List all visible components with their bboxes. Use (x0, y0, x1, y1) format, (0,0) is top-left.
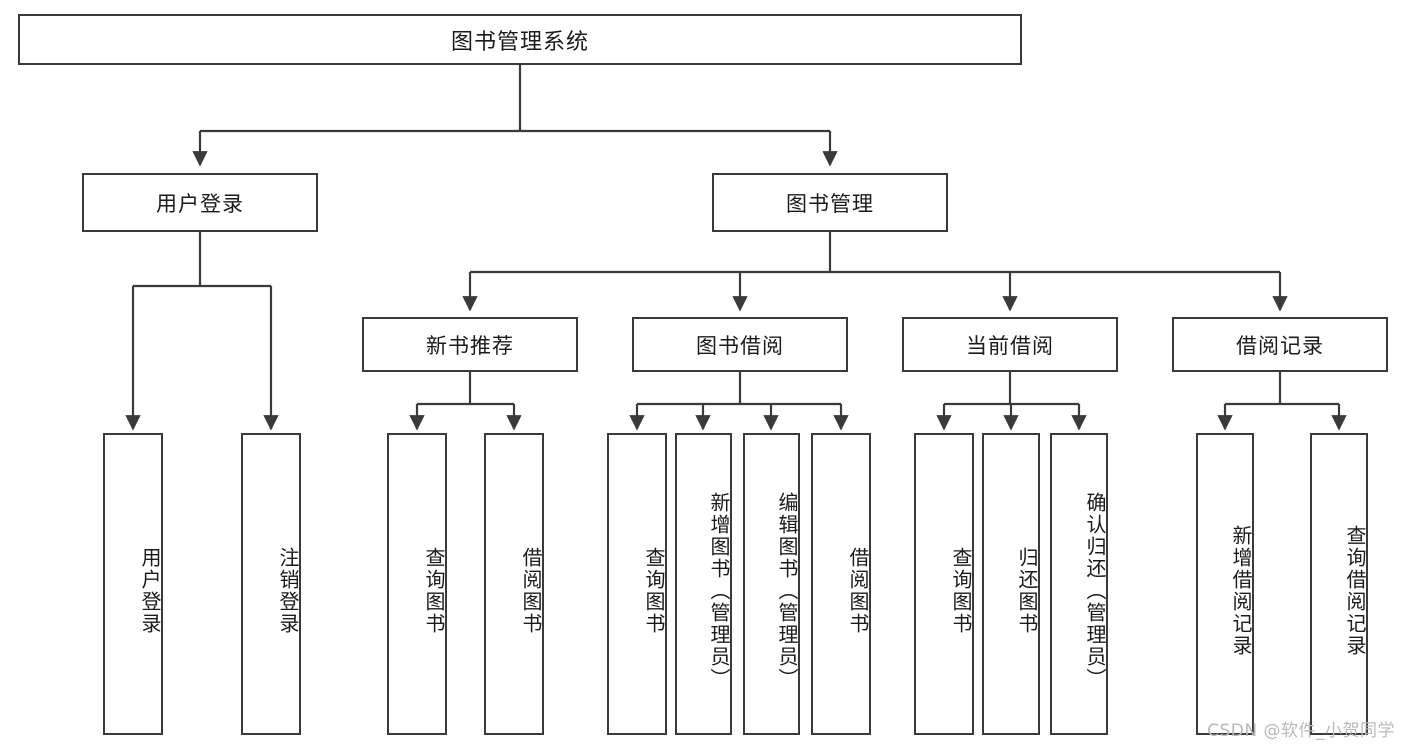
leaf-label: 归还图书 (1015, 547, 1039, 635)
node-book-management[interactable]: 图书管理 (712, 173, 948, 232)
leaf-label: 确认归还（管理员） (1083, 492, 1107, 690)
leaf-book-borrow-borrow-book[interactable]: 借阅图书 (811, 433, 871, 735)
node-root-system[interactable]: 图书管理系统 (18, 14, 1022, 65)
leaf-new-book-borrow-book[interactable]: 借阅图书 (484, 433, 544, 735)
leaf-label: 用户登录 (138, 547, 162, 635)
leaf-label: 查询图书 (949, 547, 973, 635)
leaf-label: 新增借阅记录 (1229, 525, 1253, 657)
leaf-label: 查询借阅记录 (1343, 525, 1367, 657)
leaf-user-login-login[interactable]: 用户登录 (103, 433, 163, 735)
leaf-label: 查询图书 (422, 547, 446, 635)
leaf-current-borrow-return-book[interactable]: 归还图书 (982, 433, 1040, 735)
node-user-login-label: 用户登录 (156, 191, 244, 216)
node-book-borrow[interactable]: 图书借阅 (632, 317, 848, 372)
node-book-management-label: 图书管理 (786, 191, 874, 216)
node-new-book-recommend[interactable]: 新书推荐 (362, 317, 578, 372)
leaf-label: 借阅图书 (519, 547, 543, 635)
node-new-book-recommend-label: 新书推荐 (426, 333, 514, 358)
leaf-borrow-records-add-record[interactable]: 新增借阅记录 (1196, 433, 1254, 735)
node-current-borrow[interactable]: 当前借阅 (902, 317, 1118, 372)
leaf-book-borrow-edit-book-admin[interactable]: 编辑图书（管理员） (743, 433, 800, 735)
leaf-new-book-query-book[interactable]: 查询图书 (387, 433, 447, 735)
node-borrow-records-label: 借阅记录 (1236, 333, 1324, 358)
node-user-login[interactable]: 用户登录 (82, 173, 318, 232)
leaf-label: 查询图书 (642, 547, 666, 635)
leaf-current-borrow-query-book[interactable]: 查询图书 (914, 433, 974, 735)
leaf-book-borrow-add-book-admin[interactable]: 新增图书（管理员） (675, 433, 732, 735)
leaf-user-login-logout[interactable]: 注销登录 (241, 433, 301, 735)
leaf-label: 新增图书（管理员） (707, 492, 731, 690)
node-current-borrow-label: 当前借阅 (966, 333, 1054, 358)
node-book-borrow-label: 图书借阅 (696, 333, 784, 358)
leaf-book-borrow-query-book[interactable]: 查询图书 (607, 433, 667, 735)
leaf-label: 注销登录 (276, 547, 300, 635)
watermark-credit: CSDN @软件_小贺同学 (1207, 721, 1395, 741)
leaf-borrow-records-query-record[interactable]: 查询借阅记录 (1310, 433, 1368, 735)
leaf-label: 编辑图书（管理员） (775, 492, 799, 690)
node-borrow-records[interactable]: 借阅记录 (1172, 317, 1388, 372)
node-root-label: 图书管理系统 (450, 29, 589, 55)
leaf-label: 借阅图书 (846, 547, 870, 635)
leaf-current-borrow-confirm-return-admin[interactable]: 确认归还（管理员） (1050, 433, 1108, 735)
